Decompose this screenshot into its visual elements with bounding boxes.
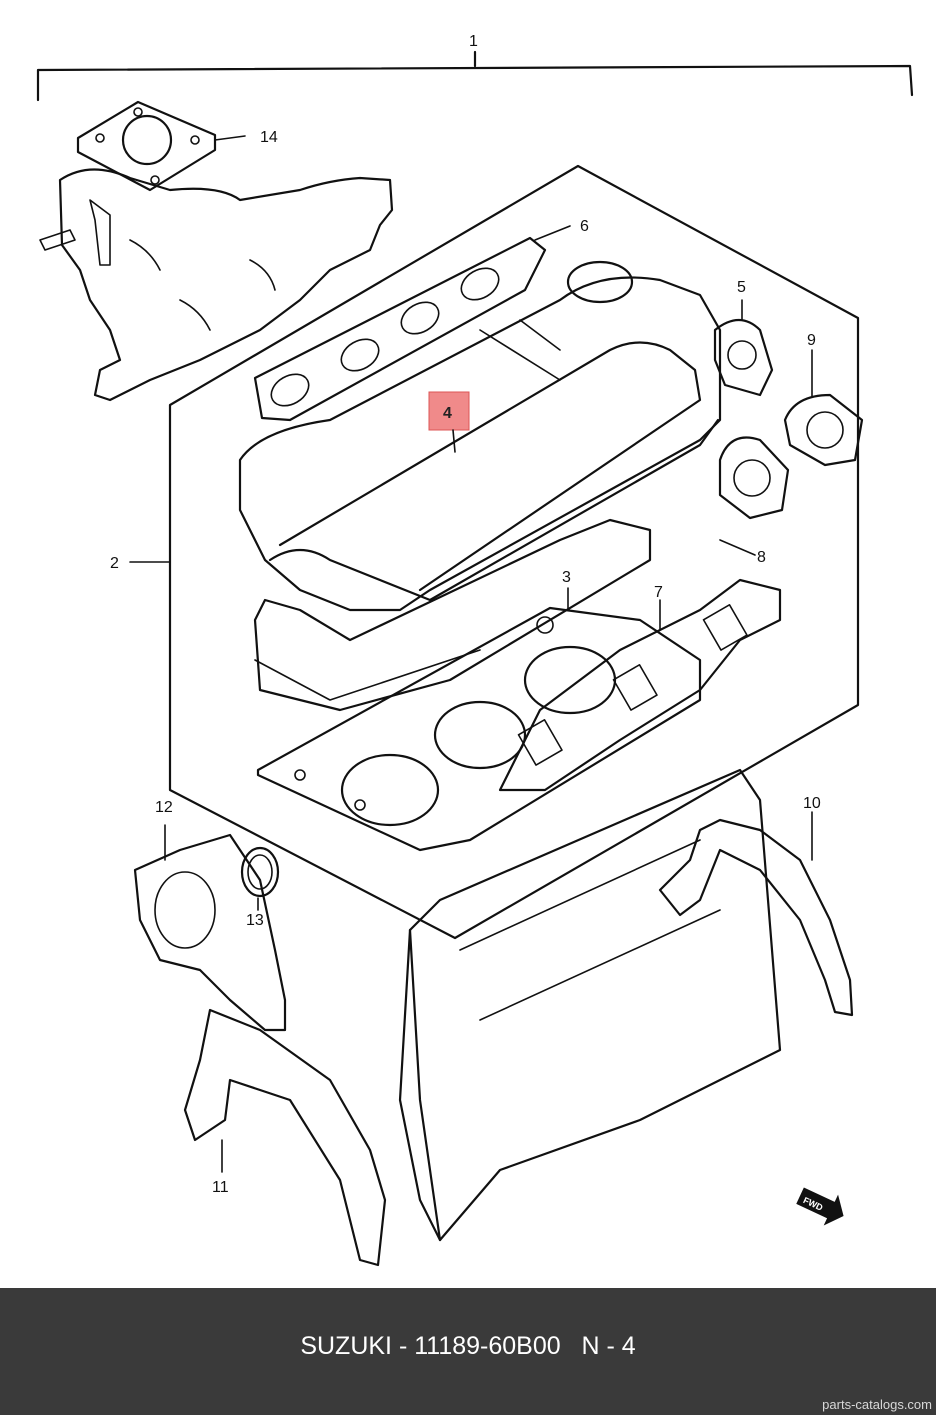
callout-14: 14 xyxy=(260,129,278,146)
callout-12: 12 xyxy=(155,799,173,816)
oil-seal-ring xyxy=(240,846,280,911)
throttle-body-gasket xyxy=(76,100,246,192)
callout-7: 7 xyxy=(654,584,663,601)
callout-1: 1 xyxy=(469,33,478,50)
head-cover xyxy=(238,260,722,612)
kit-bracket xyxy=(36,50,914,102)
water-pump-gasket xyxy=(133,824,287,1032)
footer-bar: SUZUKI - 11189-60B00 N - 4 parts-catalog… xyxy=(0,1288,936,1415)
highlighted-callout-4[interactable]: 4 xyxy=(428,391,470,453)
timing-cover-gasket-lower xyxy=(183,1008,387,1267)
callout-8: 8 xyxy=(757,549,766,566)
callout-10: 10 xyxy=(803,795,821,812)
parts-diagram: 1 2 3 5 6 7 8 9 10 11 12 13 14 4 FWD xyxy=(36,33,914,1267)
callout-9: 9 xyxy=(807,332,816,349)
site-watermark: parts-catalogs.com xyxy=(822,1397,932,1412)
callout-6: 6 xyxy=(580,218,589,235)
intake-gasket xyxy=(253,225,571,422)
exhaust-small-gaskets xyxy=(713,299,864,556)
callout-11: 11 xyxy=(212,1179,229,1196)
cylinder-head xyxy=(253,518,652,712)
fwd-arrow-icon: FWD xyxy=(796,1187,844,1226)
part-title: SUZUKI - 11189-60B00 N - 4 xyxy=(300,1332,636,1360)
kit-outline xyxy=(168,164,860,940)
callout-3: 3 xyxy=(562,569,571,586)
callout-2: 2 xyxy=(110,555,119,572)
callout-13: 13 xyxy=(246,912,264,929)
intake-manifold xyxy=(39,168,394,402)
head-gasket xyxy=(256,587,702,852)
cylinder-block xyxy=(398,768,782,1242)
exhaust-manifold-gasket xyxy=(498,578,782,792)
timing-cover-gasket-upper xyxy=(658,811,854,1017)
exploded-view-drawing: 1 2 3 5 6 7 8 9 10 11 12 13 14 4 FWD xyxy=(36,33,914,1267)
callout-5: 5 xyxy=(737,279,746,296)
svg-text:4: 4 xyxy=(443,405,452,422)
